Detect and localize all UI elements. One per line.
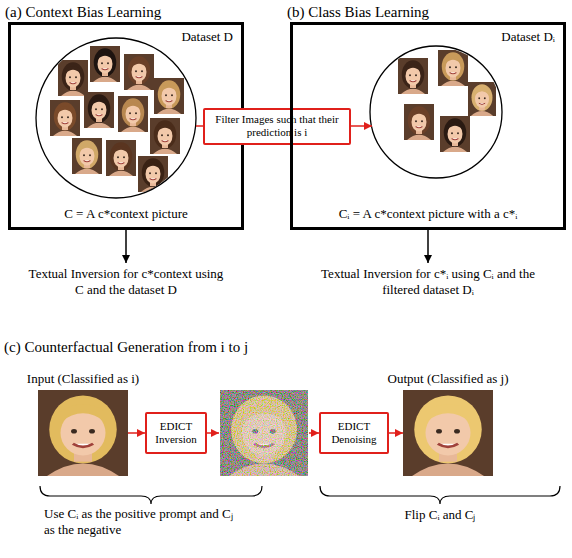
node-text: Cᵢ = A c*context picture with a c*ᵢ <box>293 206 563 222</box>
dataset-panel: (b) Class Bias LearningDataset DᵢCᵢ = A … <box>290 22 566 230</box>
process-text: Textual Inversion for c*context using C … <box>26 266 226 300</box>
node-text: Dataset D <box>181 29 233 45</box>
panel-heading: (b) Class Bias Learning <box>287 3 429 21</box>
face-collage <box>50 46 184 192</box>
section-heading: (c) Counterfactual Generation from i to … <box>4 338 248 356</box>
flow-arrow <box>309 432 319 434</box>
connector-arrow <box>389 432 403 434</box>
process-box: EDICT Inversion <box>145 412 207 454</box>
node-text: Filter Images such that their prediction… <box>209 113 345 139</box>
node-text: EDICT Inversion <box>151 420 201 446</box>
node-text: Dataset Dᵢ <box>501 29 555 45</box>
node-text: Input (Classified as i) <box>27 371 139 387</box>
process-box: EDICT Denoising <box>319 412 389 454</box>
output-photo <box>403 390 493 476</box>
brace <box>320 486 560 504</box>
image-node: Input (Classified as i) <box>38 390 128 476</box>
brace <box>40 486 262 504</box>
panel-heading: (a) Context Bias Learning <box>5 3 161 21</box>
process-text: Textual Inversion for c*ᵢ using Cᵢ and t… <box>313 266 543 300</box>
image-node: Output (Classified as j) <box>403 390 493 476</box>
input-photo <box>38 390 128 476</box>
dataset-circle <box>370 46 502 178</box>
dataset-circle <box>36 38 196 198</box>
brace-note: Flip Cᵢ and Cⱼ <box>340 507 540 523</box>
connector-arrow <box>427 230 429 263</box>
connector-arrow <box>125 230 127 263</box>
node-text: Textual Inversion for c*context using C … <box>26 266 226 297</box>
filter-box: Filter Images such that their prediction… <box>203 108 351 145</box>
connector-arrow <box>196 125 203 127</box>
connector-arrow <box>351 125 372 127</box>
connector-arrow <box>128 432 145 434</box>
noisy-photo <box>220 390 308 476</box>
flow-arrow <box>207 432 219 434</box>
node-text: Textual Inversion for c*ᵢ using Cᵢ and t… <box>313 266 543 297</box>
node-text: Output (Classified as j) <box>388 371 509 387</box>
brace-note: Use Cᵢ as the positive prompt and Cⱼ as … <box>44 506 244 537</box>
node-text: C = A c*context picture <box>11 206 241 222</box>
face-collage <box>398 50 496 152</box>
node-text: EDICT Denoising <box>325 420 383 446</box>
